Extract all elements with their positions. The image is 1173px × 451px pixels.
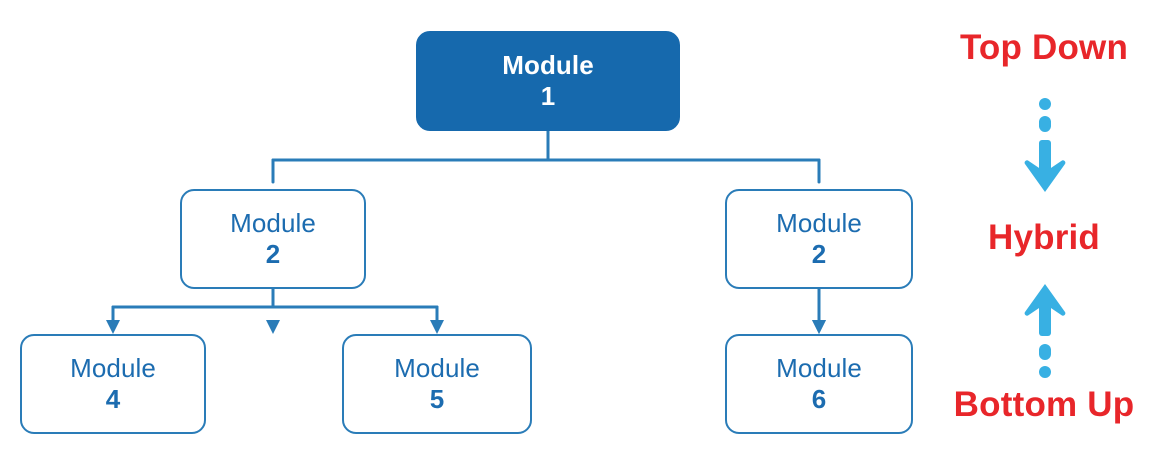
node-module-2-left[interactable]: Module 2	[180, 189, 366, 289]
legend-label-bottom-up: Bottom Up	[953, 385, 1135, 424]
legend-label-hybrid: Hybrid	[987, 218, 1101, 257]
node-module-4-title: Module	[70, 353, 156, 384]
node-module-5-title: Module	[394, 353, 480, 384]
arrowhead-m2b	[812, 320, 826, 334]
node-module-5-number: 5	[429, 384, 445, 414]
node-module-2-left-title: Module	[230, 208, 316, 239]
arrowhead-m2a	[266, 320, 280, 334]
node-module-2-right[interactable]: Module 2	[725, 189, 913, 289]
node-module-2-right-number: 2	[811, 239, 827, 269]
node-module-2-left-number: 2	[265, 239, 281, 269]
strategy-legend: Top Down Hybrid Bottom Up	[915, 0, 1173, 451]
node-module-6-number: 6	[811, 384, 827, 414]
node-module-1[interactable]: Module 1	[416, 31, 680, 131]
arrowhead-m4	[106, 320, 120, 334]
arrow-down-dotted-icon	[1024, 98, 1066, 192]
node-module-1-number: 1	[540, 81, 556, 111]
legend-label-top-down: Top Down	[959, 28, 1129, 67]
node-module-6-title: Module	[776, 353, 862, 384]
arrow-up-dotted-icon	[1024, 284, 1066, 378]
node-module-6[interactable]: Module 6	[725, 334, 913, 434]
node-module-4-number: 4	[105, 384, 121, 414]
node-module-4[interactable]: Module 4	[20, 334, 206, 434]
arrowhead-m6	[812, 320, 826, 334]
node-module-2-right-title: Module	[776, 208, 862, 239]
node-module-1-title: Module	[502, 50, 594, 81]
node-module-5[interactable]: Module 5	[342, 334, 532, 434]
arrowhead-m5	[430, 320, 444, 334]
